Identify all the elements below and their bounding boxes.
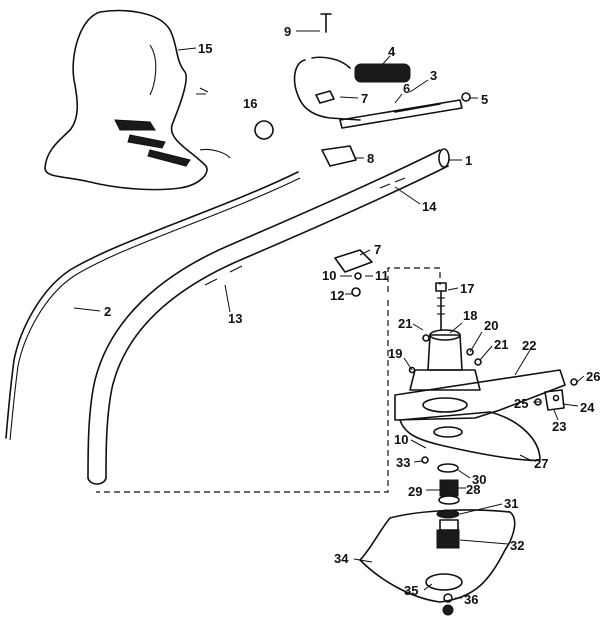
bracket-part bbox=[544, 389, 565, 411]
blade-part bbox=[359, 509, 516, 603]
callout-30: 30 bbox=[472, 472, 486, 487]
callout-27: 27 bbox=[534, 456, 548, 471]
nut-part bbox=[351, 287, 361, 297]
screw-part bbox=[408, 366, 416, 374]
callout-12: 12 bbox=[330, 288, 344, 303]
washer-part bbox=[354, 272, 362, 280]
bolt-part bbox=[435, 282, 447, 331]
drive-shaft-part bbox=[5, 171, 301, 441]
callout-15: 15 bbox=[198, 41, 212, 56]
screw-part bbox=[320, 13, 332, 33]
callout-34: 34 bbox=[334, 551, 349, 566]
knob-part bbox=[254, 120, 274, 140]
callout-33: 33 bbox=[396, 455, 410, 470]
screw-part bbox=[422, 334, 430, 342]
washer-part bbox=[421, 456, 429, 464]
lower-guard-part bbox=[399, 411, 541, 462]
callout-29: 29 bbox=[408, 484, 422, 499]
callout-16: 16 bbox=[243, 96, 257, 111]
callout-21-right: 21 bbox=[494, 337, 508, 352]
callout-18: 18 bbox=[463, 308, 477, 323]
callout-1: 1 bbox=[465, 153, 472, 168]
callout-11: 11 bbox=[375, 268, 389, 283]
screw-part bbox=[474, 358, 482, 366]
housing-tube-part bbox=[87, 148, 450, 485]
callout-4: 4 bbox=[388, 44, 396, 59]
callout-13: 13 bbox=[228, 311, 242, 326]
callout-10-upper: 10 bbox=[322, 268, 336, 283]
callout-5: 5 bbox=[481, 92, 488, 107]
callout-2: 2 bbox=[104, 304, 111, 319]
gear-head-part bbox=[409, 329, 481, 391]
callout-28: 28 bbox=[466, 482, 480, 497]
callout-23: 23 bbox=[552, 419, 566, 434]
shoulder-harness-part bbox=[44, 9, 231, 191]
callout-6: 6 bbox=[403, 81, 410, 96]
callout-20: 20 bbox=[484, 318, 498, 333]
callout-3: 3 bbox=[430, 68, 437, 83]
pin-part bbox=[466, 348, 474, 356]
handle-assembly-part bbox=[293, 56, 471, 129]
assembly-guide-line bbox=[96, 267, 441, 493]
clamp-part bbox=[321, 145, 357, 167]
callout-24: 24 bbox=[580, 400, 595, 415]
callout-25: 25 bbox=[514, 396, 528, 411]
callout-21-left: 21 bbox=[398, 316, 412, 331]
spindle-stack-part bbox=[436, 463, 460, 549]
callout-32: 32 bbox=[510, 538, 524, 553]
nut-part bbox=[442, 604, 454, 616]
callout-36: 36 bbox=[464, 592, 478, 607]
grip-part bbox=[354, 63, 411, 83]
callout-10-lower: 10 bbox=[394, 432, 408, 447]
callout-8: 8 bbox=[367, 151, 374, 166]
screw-part bbox=[570, 378, 578, 386]
callout-14: 14 bbox=[422, 199, 437, 214]
callout-19: 19 bbox=[388, 346, 402, 361]
callout-9: 9 bbox=[284, 24, 291, 39]
callout-35: 35 bbox=[404, 583, 418, 598]
blade-washer-part bbox=[425, 573, 463, 591]
callout-7-lower: 7 bbox=[374, 242, 381, 257]
callout-22: 22 bbox=[522, 338, 536, 353]
callout-26: 26 bbox=[586, 369, 600, 384]
callout-7-upper: 7 bbox=[361, 91, 368, 106]
guard-plate-part bbox=[394, 369, 566, 421]
leader-lines bbox=[73, 30, 585, 599]
callout-31: 31 bbox=[504, 496, 518, 511]
clamp-bracket-part bbox=[334, 249, 373, 273]
callout-17: 17 bbox=[460, 281, 474, 296]
lock-washer-part bbox=[443, 593, 453, 603]
